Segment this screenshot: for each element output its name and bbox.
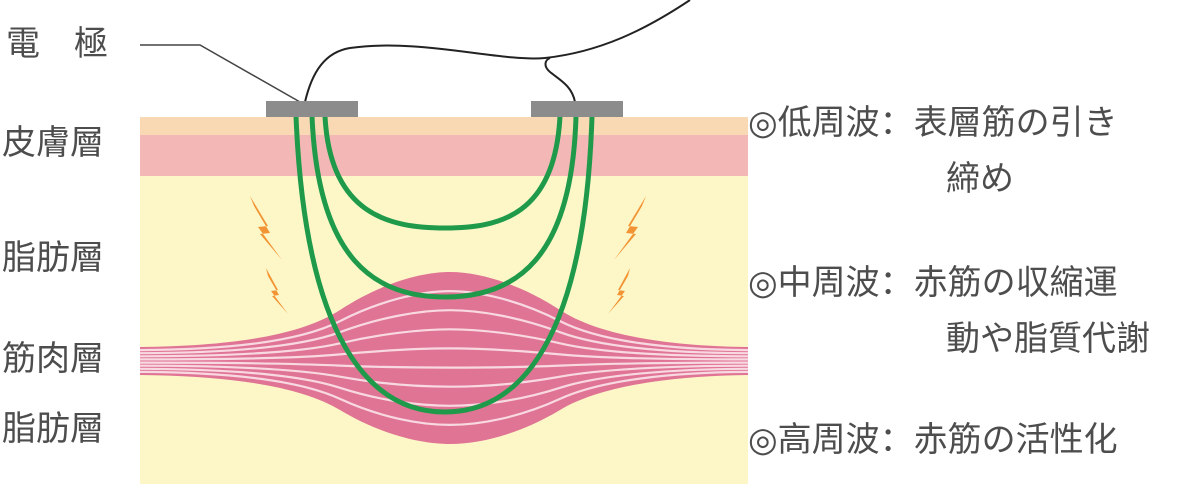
wire-icon [304,0,691,103]
electrode-plate-icon [266,101,358,117]
low-frequency-row: ◎低周波：表層筋の引き [748,106,1118,140]
low-frequency-effect-line2: 締め [946,159,1014,199]
high-frequency-current [293,113,595,415]
separator: ： [879,263,914,303]
lightning-bolt-icon [266,268,288,314]
muscle-fiber [139,370,749,427]
frequency-effect: 赤筋の活性化 [913,420,1118,460]
frequency-name: 中周波 [777,263,880,303]
lightning-bolt-icon [614,196,646,260]
double-circle-icon: ◎ [748,103,778,143]
wires [140,0,691,103]
mid-frequency-row: ◎中周波：赤筋の収縮運 [748,266,1118,300]
frequency-name: 低周波 [777,103,880,143]
muscle-layer [140,272,748,444]
wire-icon [544,57,576,103]
muscle-fiber [139,309,749,355]
electrode-plate-icon [531,101,623,117]
frequency-effect: 赤筋の収縮運 [913,263,1118,303]
double-circle-icon: ◎ [748,263,778,303]
epidermis-layer [140,117,748,135]
muscle-fiber [139,367,749,407]
lightning-bolt-icon [250,196,282,260]
lightning-bolt-icon [608,268,630,314]
low-frequency-current [322,113,563,231]
muscle-fibers [139,289,749,427]
dermis-layer [140,135,748,176]
sparks [250,196,646,314]
frequency-effect: 表層筋の引き [913,103,1118,143]
frequency-name: 高周波 [777,420,880,460]
muscle-fiber [139,361,749,369]
current-paths [293,113,595,415]
mid-frequency-current [309,113,579,300]
fat-layer-lower-label: 脂肪層 [2,409,104,449]
fat-layer-upper-label: 脂肪層 [2,238,104,278]
double-circle-icon: ◎ [748,420,778,460]
high-frequency-row: ◎高周波：赤筋の活性化 [748,423,1118,457]
muscle-layer-label: 筋肉層 [2,339,104,379]
muscle-fiber [139,289,749,352]
separator: ： [879,103,914,143]
skin-layer-label: 皮膚層 [2,123,104,163]
mid-frequency-effect-line2: 動や脂質代謝 [946,319,1150,359]
muscle-fiber [139,328,749,358]
electrode-label: 電 極 [6,24,108,64]
electrode-leader-line [140,44,301,103]
separator: ： [879,420,914,460]
muscle-fiber [139,364,749,388]
muscle-fiber [139,347,749,361]
